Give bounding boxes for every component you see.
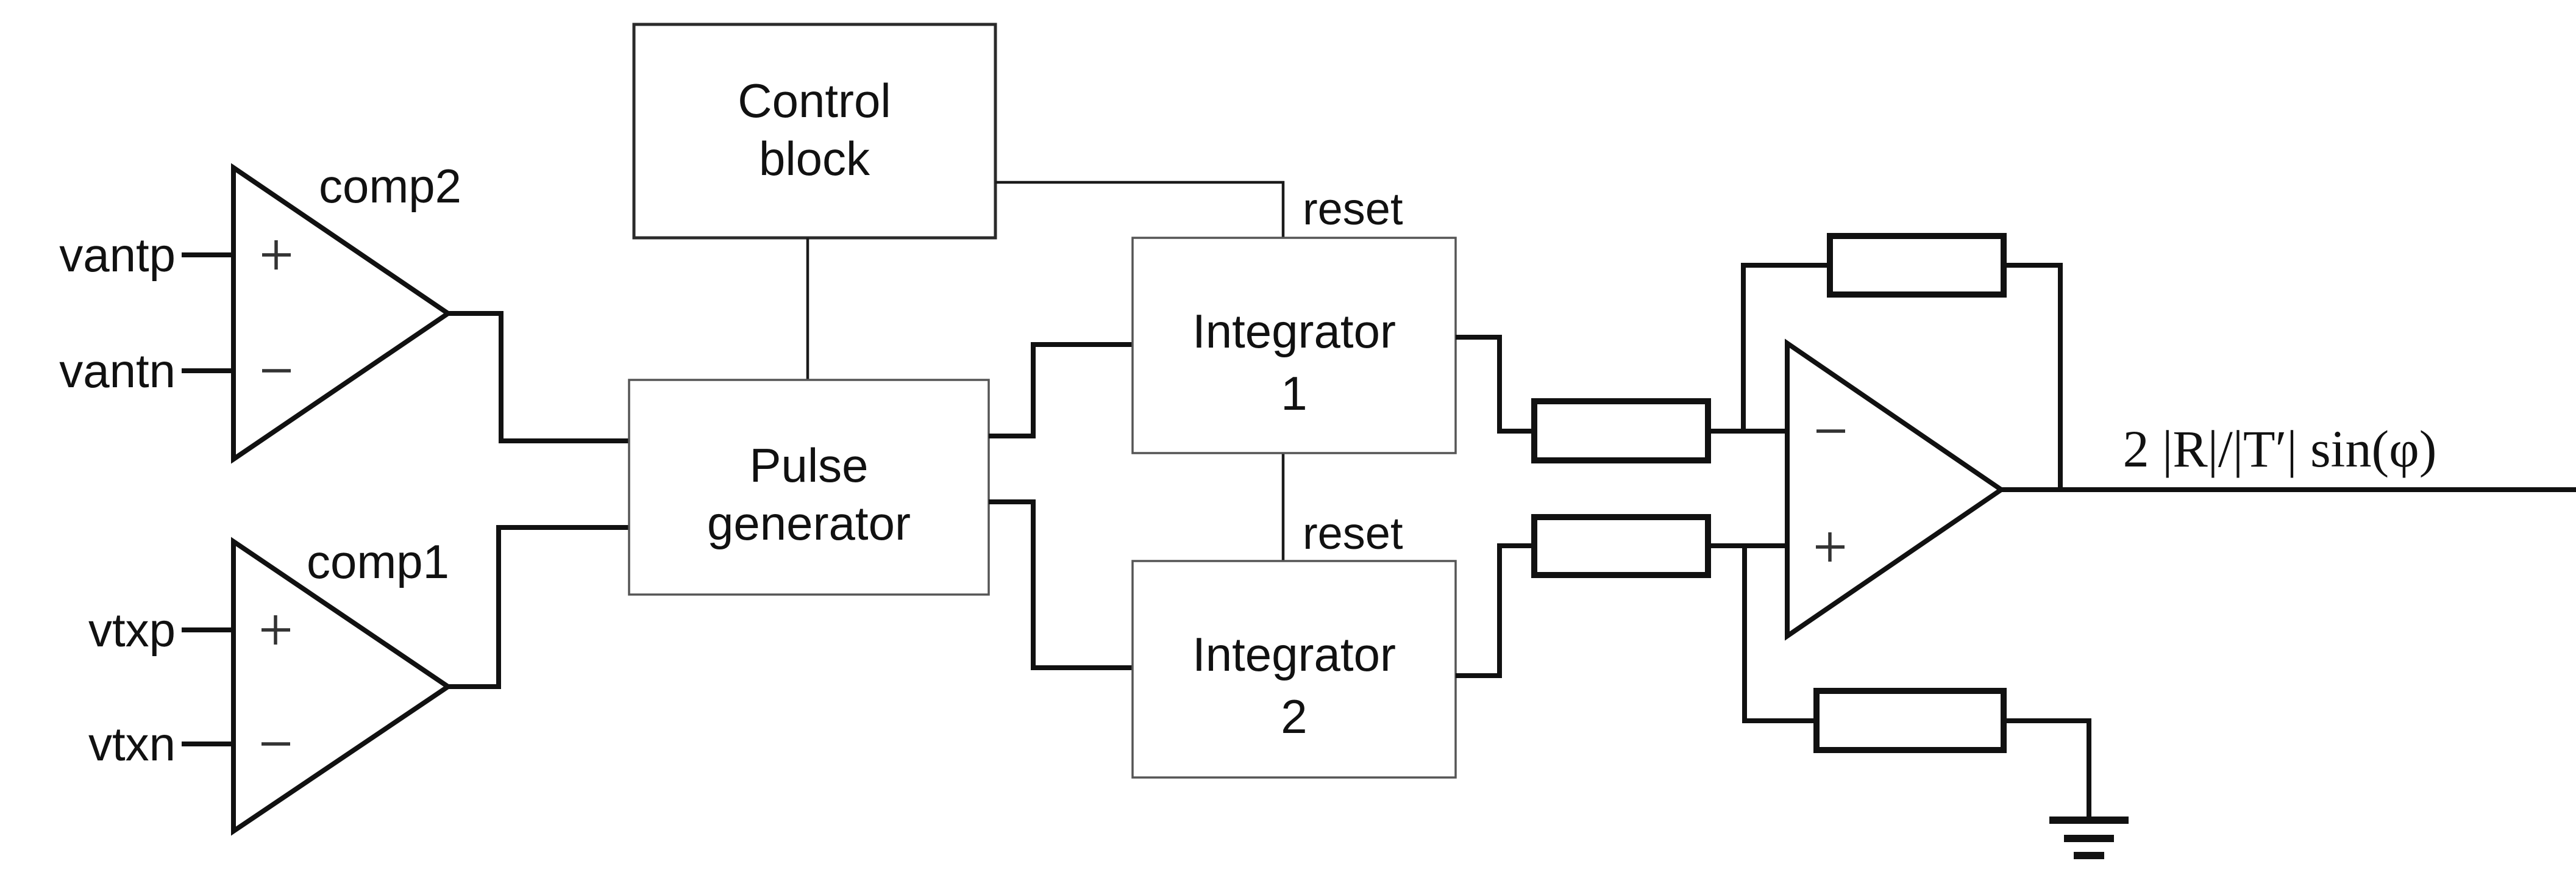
comp2-to-pulse-wire [448, 311, 629, 443]
vtxp-label: vtxp [88, 603, 176, 657]
feedback-left-wire [1741, 263, 1830, 431]
resistor-input1-icon [1531, 398, 1711, 463]
opamp-plus-icon [1816, 532, 1845, 562]
reset2-label: reset [1303, 508, 1403, 559]
output-formula-label: 2 |R|/|T′| sin(φ) [2123, 420, 2437, 478]
integrator1-box [1131, 237, 1457, 454]
vantn-label: vantn [59, 344, 176, 398]
control-block-label-line1: Control [738, 74, 891, 127]
pulse-to-integrator1-wire [989, 342, 1133, 438]
comp2-label: comp2 [319, 159, 461, 213]
comp1-to-pulse-wire [448, 525, 629, 689]
pulse-generator-label-line2: generator [707, 496, 911, 550]
integrator2-label-line1: Integrator [1192, 627, 1396, 681]
comp2-triangle-icon [231, 163, 453, 464]
pulse-to-integrator2-wire [989, 499, 1133, 670]
comp2-plus-icon [262, 240, 291, 270]
comp1-triangle-icon [231, 537, 453, 836]
resistor-feedback-icon [1827, 233, 2007, 298]
opamp [1785, 338, 2006, 641]
feedback-right-wire [2004, 263, 2063, 490]
pulse-generator-box [628, 379, 990, 596]
control-block-box [632, 23, 997, 240]
vantp-label: vantp [59, 228, 176, 282]
integrator2-output-wire [1456, 543, 1534, 678]
vtxn-label: vtxn [88, 717, 176, 771]
ground-icon [2049, 817, 2129, 859]
pulse-generator-label-line1: Pulse [749, 438, 868, 492]
reset1-label: reset [1303, 184, 1403, 234]
integrator1-label-line1: Integrator [1192, 304, 1396, 358]
opamp-triangle-icon [1785, 338, 2006, 641]
ground-resistor-to-ground-wire [2004, 718, 2091, 820]
resistor-ground-icon [1813, 688, 2007, 753]
control-reset-wire [995, 180, 1285, 238]
comparator-comp1: comp1 [231, 535, 453, 836]
control-block-label-line2: block [759, 132, 870, 185]
integrator2-label-line2: 2 [1281, 690, 1307, 743]
integrator1-label-line2: 1 [1281, 366, 1307, 420]
integrator1-output-wire [1456, 335, 1534, 434]
integrator2-box [1131, 560, 1457, 779]
comp1-label: comp1 [307, 535, 449, 588]
input-leads [182, 252, 233, 746]
comparator-comp2: comp2 [231, 159, 461, 464]
opamp-plus-to-ground-resistor-wire [1742, 546, 1816, 723]
resistor-input2-icon [1531, 514, 1711, 578]
comp1-plus-icon [262, 615, 290, 645]
